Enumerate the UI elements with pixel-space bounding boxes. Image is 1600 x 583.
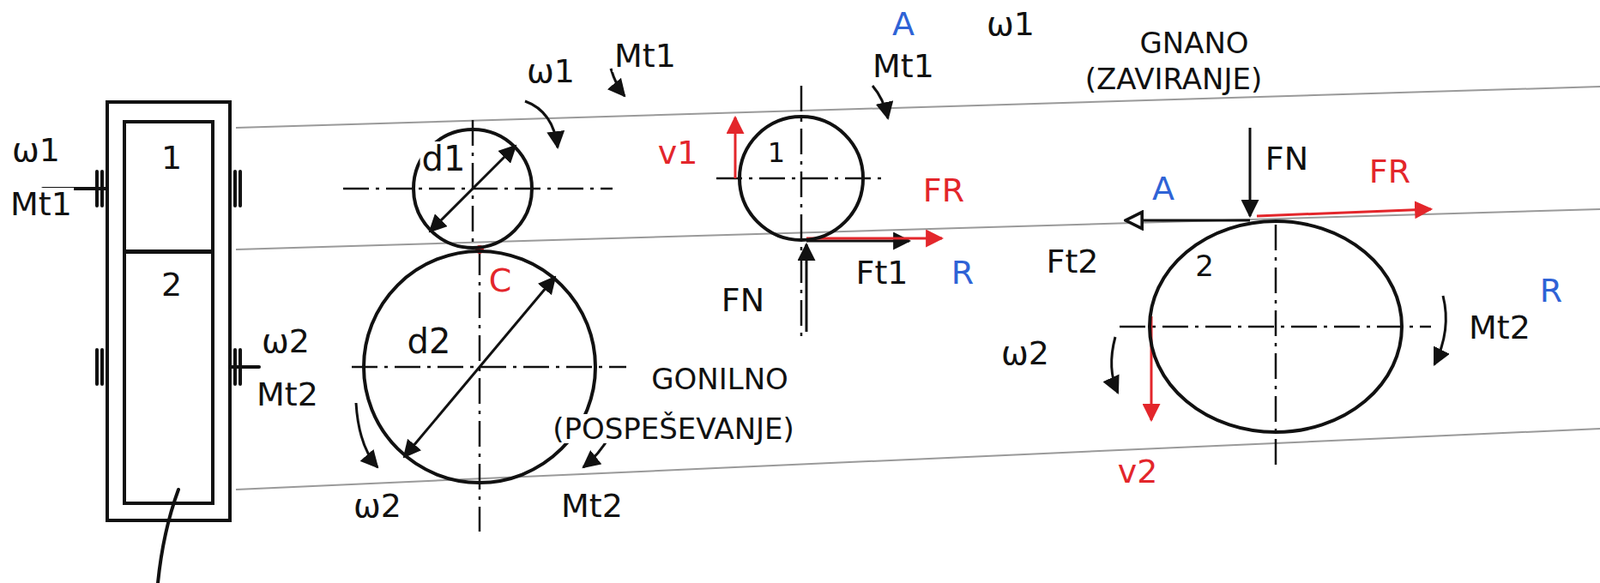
gearbox-housing [95, 350, 99, 385]
symbol-label: FR [1367, 155, 1413, 188]
rotation-arrow [1434, 295, 1446, 365]
symbol-label: Ft1 [854, 256, 911, 290]
symbol-label: ω1 [525, 54, 577, 88]
gearbox-housing [233, 171, 237, 206]
gearbox-housing [95, 171, 99, 206]
symbol-label: Mt2 [254, 378, 320, 411]
symbol-label: GNANO [1137, 28, 1250, 58]
symbol-label: ω1 [984, 7, 1037, 41]
rotation-arrow [872, 85, 888, 119]
gearbox-housing [238, 171, 242, 206]
page-rule [235, 209, 1600, 250]
symbol-label: ω2 [351, 489, 404, 523]
symbol-label: C [487, 264, 514, 297]
gear-part-box: 1 [122, 120, 215, 254]
symbol-label: Mt1 [612, 39, 678, 73]
center-line [471, 120, 475, 250]
force-arrow [805, 244, 809, 333]
rotation-arrow [356, 68, 1446, 468]
gear-circle: d2 [362, 249, 598, 485]
symbol-label: Mt1 [8, 187, 74, 221]
symbol-label: FN [719, 283, 767, 317]
part-label: 2 [1193, 251, 1216, 281]
center-line [351, 366, 627, 369]
gear-outline [1147, 219, 1404, 435]
symbol-label: ω2 [999, 337, 1051, 370]
dimension-arrow [404, 277, 556, 458]
gear-outline [739, 116, 864, 241]
force-arrow [806, 240, 910, 243]
page-rule [235, 428, 1600, 490]
symbol-label: Mt2 [1467, 311, 1533, 345]
symbol-label: R [1538, 274, 1564, 308]
gear-outline [363, 251, 596, 484]
center-line [800, 85, 804, 337]
symbol-label: FR [921, 174, 967, 207]
gearbox-housing [42, 102, 260, 583]
gearbox-housing [107, 102, 230, 521]
gear-circle: d1 [411, 127, 534, 250]
part-label: 1 [159, 141, 184, 175]
symbol-label: Ft2 [1044, 245, 1101, 278]
gearbox-housing [229, 365, 260, 369]
center-line [478, 249, 482, 532]
center-line [343, 187, 613, 191]
gearbox-housing [100, 171, 104, 206]
gearbox-housing [100, 350, 104, 385]
part-label: d2 [405, 324, 453, 359]
symbol-label: Mt2 [559, 489, 625, 523]
symbol-label: ω1 [10, 133, 62, 167]
rotation-arrow [1111, 337, 1118, 393]
force-arrow [735, 117, 1431, 421]
page-rule [235, 86, 1600, 128]
symbol-label: GONILNO [649, 364, 791, 394]
symbol-label: v1 [656, 136, 701, 170]
symbol-label: FN [1263, 142, 1311, 176]
rotation-arrow [525, 101, 558, 148]
gear-outline [1149, 221, 1402, 433]
part-label: 1 [766, 138, 787, 167]
symbol-label: v2 [1116, 455, 1160, 489]
gear-outline [362, 249, 598, 485]
page-rule [235, 86, 1600, 490]
symbol-label: ω2 [259, 325, 312, 358]
gear-circle: 2 [1147, 219, 1404, 435]
gear-circle: 1 [737, 114, 865, 242]
gear-outline [413, 129, 532, 248]
force-arrow [1125, 219, 1250, 223]
symbol-label: (ZAVIRANJE) [1083, 64, 1265, 94]
symbol-label: A [1150, 172, 1177, 206]
force-arrow [734, 117, 737, 179]
rotation-arrow [610, 68, 625, 97]
gear-part-box: 2 [122, 250, 215, 506]
force-arrow [1249, 127, 1252, 217]
part-label: 2 [159, 268, 184, 302]
gear-outline [737, 114, 865, 242]
part-label: d1 [420, 141, 468, 176]
center-line [343, 85, 1431, 532]
symbol-label: A [890, 7, 917, 41]
force-arrow [1256, 209, 1431, 217]
symbol-label: R [949, 256, 976, 290]
symbol-label: (POSPEŠEVANJE) [550, 414, 797, 444]
force-arrow [806, 237, 942, 241]
symbol-label: Mt1 [870, 49, 936, 83]
